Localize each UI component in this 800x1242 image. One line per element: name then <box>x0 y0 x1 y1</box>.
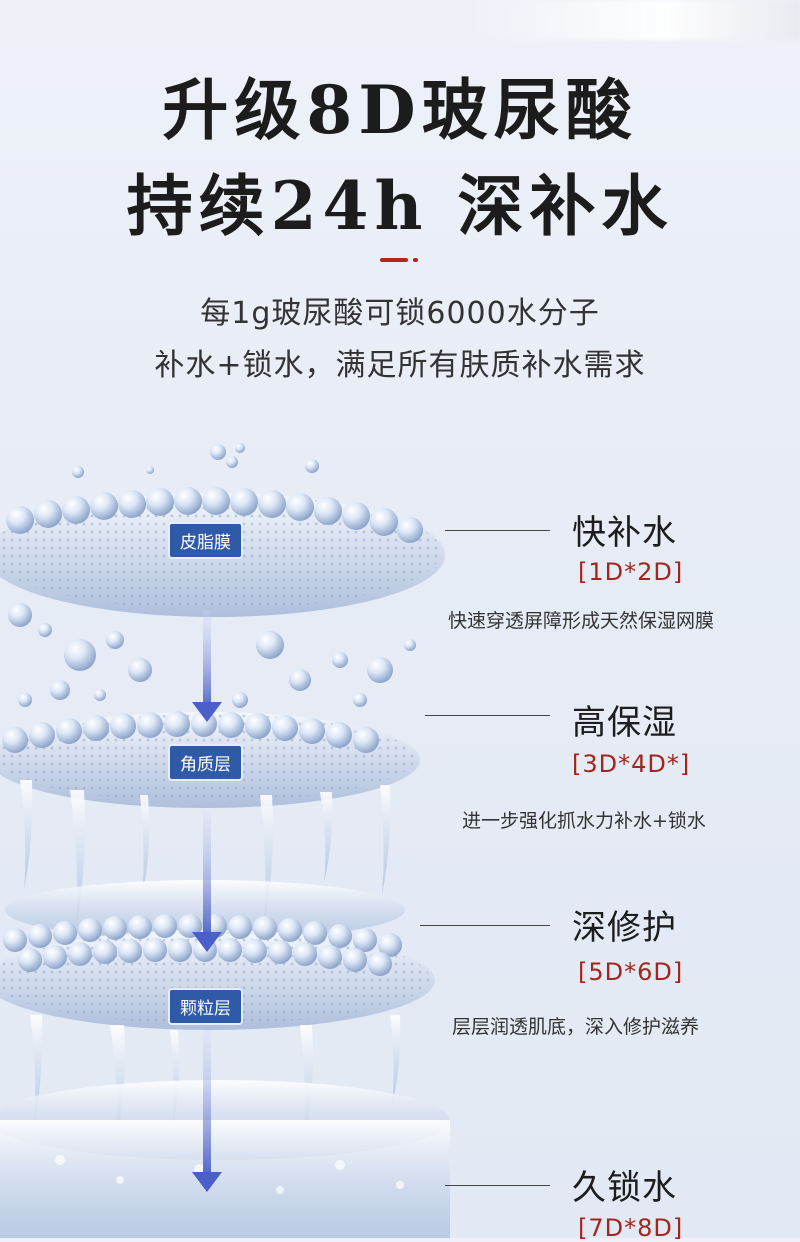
arrow-down-icon <box>192 810 222 952</box>
layer-label-granular: 颗粒层 <box>168 988 243 1025</box>
top-light-streak <box>460 0 800 40</box>
floating-bubbles-top <box>72 443 319 478</box>
arrow-down-icon <box>192 610 222 722</box>
feature-title: 快补水 <box>572 513 677 553</box>
title-line-2: 持续24h 深补水 <box>126 167 674 245</box>
subtitle-line-2: 补水+锁水，满足所有肤质补水需求 <box>154 348 646 383</box>
divider-dot <box>413 258 418 262</box>
feature-desc: 快速穿透屏障形成天然保湿网膜 <box>448 610 715 632</box>
title-divider <box>380 258 420 262</box>
title-line-1: 升级8D玻尿酸 <box>162 71 638 149</box>
layer-label-stratum-corneum: 角质层 <box>168 744 243 781</box>
feature-title: 高保湿 <box>572 703 677 743</box>
subtitle-line-1: 每1g玻尿酸可锁6000水分子 <box>200 296 600 331</box>
skin-layers-art <box>0 443 450 1238</box>
floating-bubbles-middle <box>8 603 416 708</box>
skin-layers-illustration: 皮脂膜 角质层 颗粒层 <box>0 440 460 1238</box>
leader-line <box>445 530 550 531</box>
feature-code: [5D*6D] <box>578 958 684 986</box>
deep-water-layer <box>0 1080 450 1238</box>
feature-desc: 进一步强化抓水力补水+锁水 <box>462 810 706 832</box>
leader-line <box>420 925 550 926</box>
divider-bar <box>380 258 408 262</box>
leader-line <box>445 1185 550 1186</box>
feature-desc: 层层润透肌底，深入修护滋养 <box>452 1016 700 1038</box>
arrow-down-icon <box>192 1030 222 1192</box>
feature-code: [1D*2D] <box>578 558 684 586</box>
feature-code: [7D*8D] <box>578 1214 684 1242</box>
feature-title: 深修护 <box>572 908 677 948</box>
leader-line <box>425 715 550 716</box>
layer-label-sebum: 皮脂膜 <box>168 522 243 559</box>
feature-code: [3D*4D*] <box>572 750 691 778</box>
feature-title: 久锁水 <box>572 1168 677 1208</box>
